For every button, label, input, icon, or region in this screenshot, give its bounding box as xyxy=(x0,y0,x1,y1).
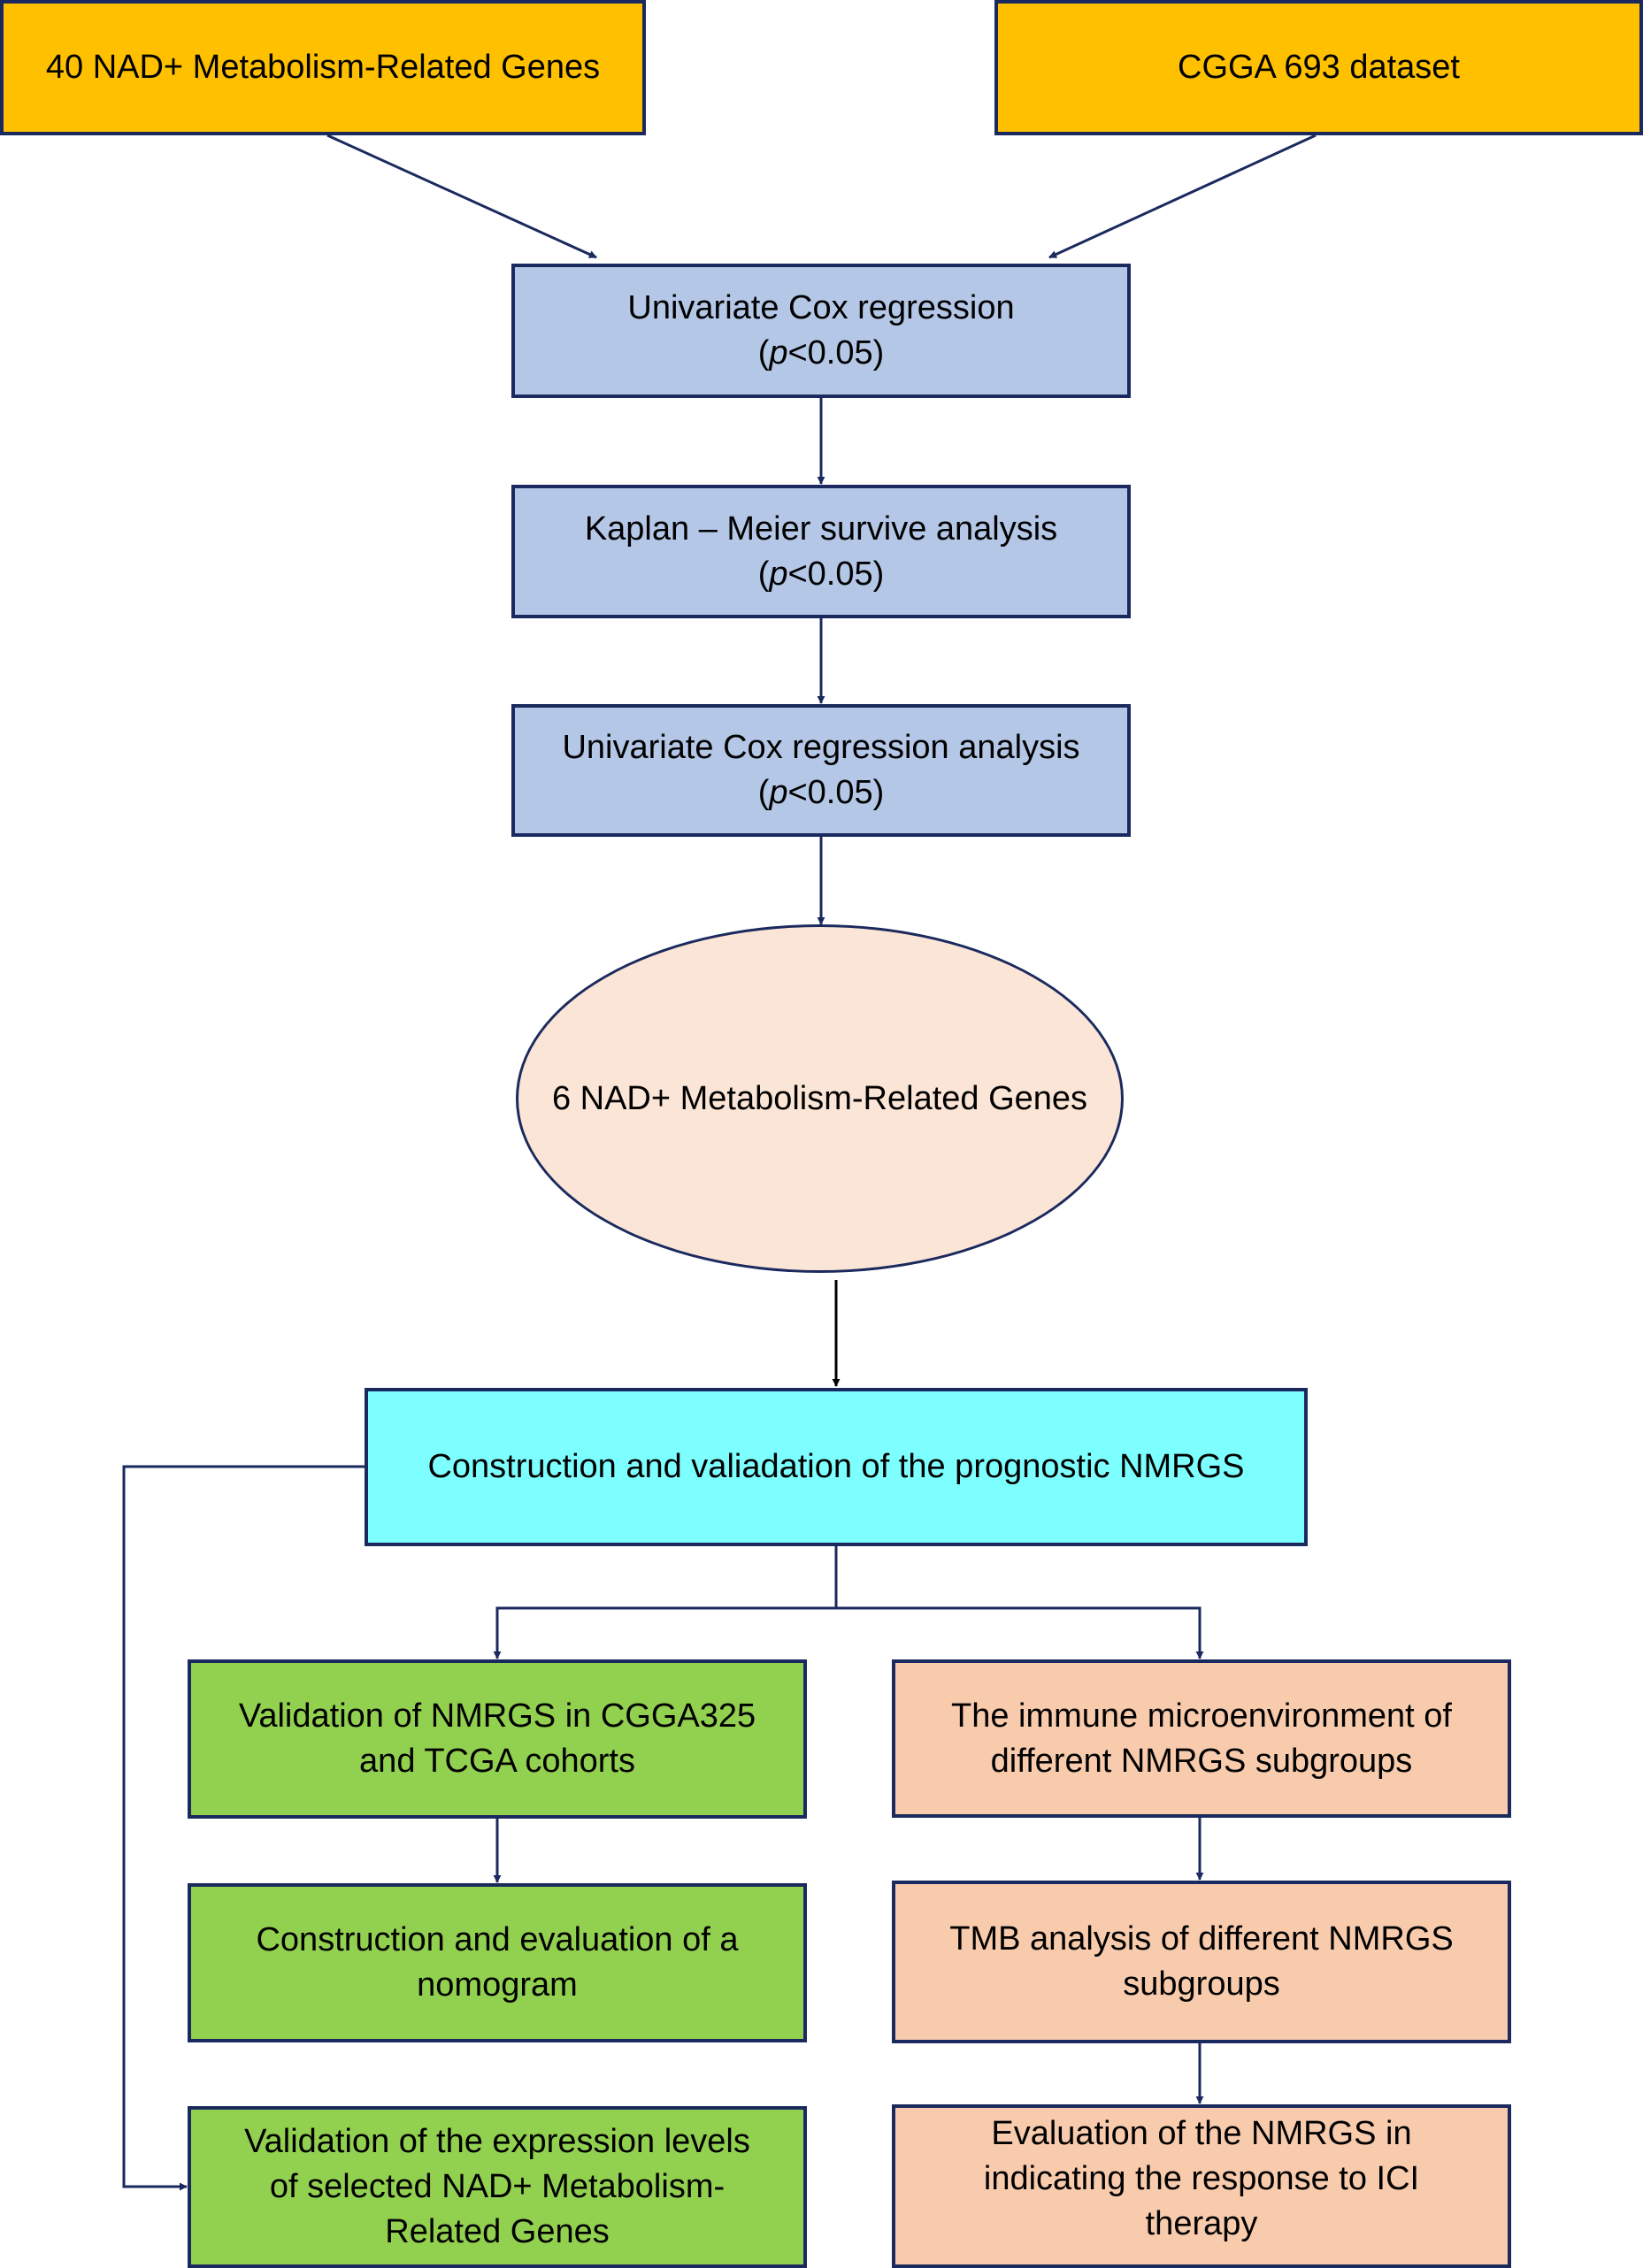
expression-validation-box: Validation of the expression levels of s… xyxy=(188,2106,807,2268)
cohort-validation-line-2: and TCGA cohorts xyxy=(359,1743,635,1780)
tmb-analysis-line-2: subgroups xyxy=(1123,1965,1280,2003)
connector-signature-right xyxy=(836,1606,1204,1659)
univariate-cox-box: Univariate Cox regression (p<0.05) xyxy=(511,264,1131,398)
expression-validation-line-3: Related Genes xyxy=(385,2213,610,2250)
univariate-cox-analysis-label: Univariate Cox regression analysis xyxy=(562,729,1080,766)
univariate-cox-analysis-box: Univariate Cox regression analysis (p<0.… xyxy=(511,704,1131,837)
selected-genes-label: 6 NAD+ Metabolism-Related Genes xyxy=(551,1079,1088,1117)
univariate-cox-analysis-pvalue: (p<0.05) xyxy=(757,774,885,811)
arrow-genes-to-cox xyxy=(326,134,597,259)
connector-signature-to-expression xyxy=(122,1465,365,2191)
immune-microenvironment-box: The immune microenvironment of different… xyxy=(892,1659,1511,1818)
expression-validation-line-1: Validation of the expression levels xyxy=(244,2123,750,2160)
kaplan-meier-box: Kaplan – Meier survive analysis (p<0.05) xyxy=(511,485,1131,618)
selected-genes-ellipse: 6 NAD+ Metabolism-Related Genes xyxy=(516,924,1124,1273)
p-threshold: <0.05 xyxy=(787,555,873,593)
p-symbol: p xyxy=(769,774,788,811)
arrow-dataset-to-cox xyxy=(1048,134,1317,259)
prognostic-signature-label: Construction and valiadation of the prog… xyxy=(427,1448,1245,1485)
cohort-validation-box: Validation of NMRGS in CGGA325 and TCGA … xyxy=(188,1659,807,1819)
univariate-cox-pvalue: (p<0.05) xyxy=(757,334,885,372)
tmb-analysis-box: TMB analysis of different NMRGS subgroup… xyxy=(892,1881,1511,2043)
input-genes-label: 40 NAD+ Metabolism-Related Genes xyxy=(45,49,601,86)
immune-microenvironment-line-1: The immune microenvironment of xyxy=(951,1697,1452,1735)
kaplan-meier-label: Kaplan – Meier survive analysis xyxy=(584,510,1058,548)
nomogram-line-2: nomogram xyxy=(417,1966,578,2004)
p-symbol: p xyxy=(769,555,788,593)
ici-response-box: Evaluation of the NMRGS in indicating th… xyxy=(892,2104,1511,2268)
tmb-analysis-line-1: TMB analysis of different NMRGS xyxy=(949,1920,1454,1958)
input-dataset-label: CGGA 693 dataset xyxy=(1178,49,1460,86)
immune-microenvironment-line-2: different NMRGS subgroups xyxy=(990,1742,1413,1780)
p-symbol: p xyxy=(769,334,788,372)
ici-response-line-1: Evaluation of the NMRGS in xyxy=(991,2115,1412,2152)
connector-signature-split xyxy=(493,1546,838,1659)
kaplan-meier-pvalue: (p<0.05) xyxy=(757,555,885,593)
cohort-validation-line-1: Validation of NMRGS in CGGA325 xyxy=(238,1697,756,1735)
ici-response-line-3: therapy xyxy=(1145,2205,1258,2242)
expression-validation-line-2: of selected NAD+ Metabolism- xyxy=(269,2168,726,2205)
ici-response-line-2: indicating the response to ICI xyxy=(983,2160,1420,2197)
p-threshold: <0.05 xyxy=(787,774,873,811)
prognostic-signature-box: Construction and valiadation of the prog… xyxy=(365,1388,1308,1546)
input-genes-box: 40 NAD+ Metabolism-Related Genes xyxy=(0,0,646,135)
nomogram-line-1: Construction and evaluation of a xyxy=(256,1921,739,1958)
input-dataset-box: CGGA 693 dataset xyxy=(994,0,1643,135)
p-threshold: <0.05 xyxy=(787,334,873,372)
nomogram-box: Construction and evaluation of a nomogra… xyxy=(188,1883,807,2042)
univariate-cox-label: Univariate Cox regression xyxy=(627,289,1015,326)
